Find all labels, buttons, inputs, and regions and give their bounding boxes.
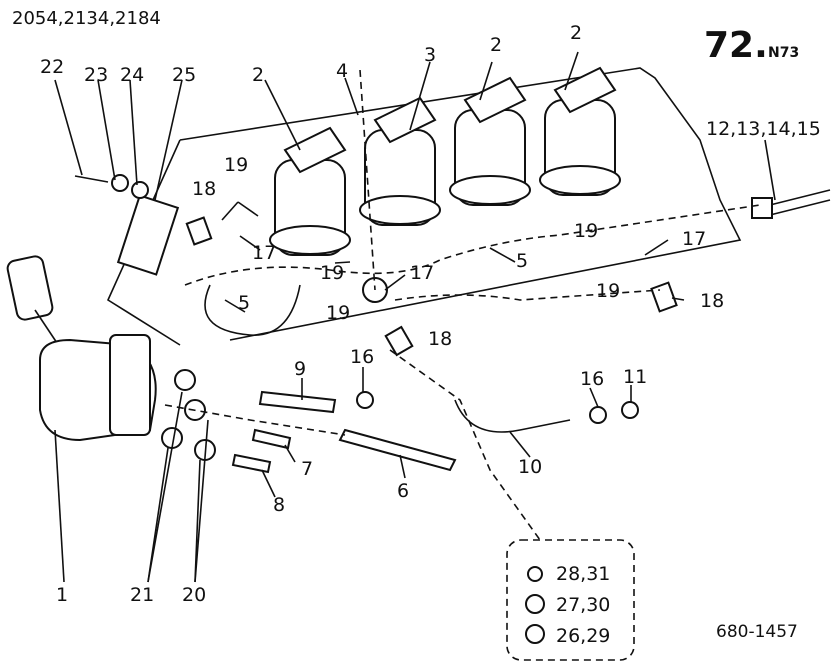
callout-18: 18 (428, 328, 453, 350)
nut-11 (621, 401, 639, 419)
control-valve-4 (539, 66, 621, 196)
callout-5: 5 (516, 250, 529, 272)
washer-21a (174, 369, 196, 391)
routing-line-e (394, 289, 661, 301)
hardware-label-27-30: 27,30 (556, 594, 611, 616)
hand-lever-valve (6, 255, 157, 442)
washer-23 (111, 174, 129, 192)
routing-line-c (389, 349, 541, 541)
hose-10 (454, 399, 571, 433)
long-bolt (751, 189, 831, 219)
callout-22: 22 (40, 56, 65, 78)
callout-11: 11 (623, 366, 648, 388)
pipe-6 (338, 428, 457, 472)
page-suffix: N73 (768, 45, 800, 61)
control-valve-3 (449, 76, 531, 206)
callout-6: 6 (397, 480, 410, 502)
callout-19: 19 (326, 302, 351, 324)
fitting-16b (589, 406, 607, 424)
callout-24: 24 (120, 64, 145, 86)
pipe-8 (231, 453, 272, 474)
callout-18: 18 (192, 178, 217, 200)
pipe-9 (258, 390, 337, 414)
callout-2: 2 (490, 34, 503, 56)
fitting-16 (356, 391, 374, 409)
drawing-reference: 680-1457 (716, 622, 798, 642)
callout-9: 9 (294, 358, 307, 380)
callout-18: 18 (700, 290, 725, 312)
callout-10: 10 (518, 456, 543, 478)
callout-17: 17 (682, 228, 707, 250)
page-number: 72. (704, 25, 768, 66)
callout-12-15: 12,13,14,15 (706, 118, 821, 140)
hardware-label-26-29: 26,29 (556, 625, 611, 647)
union-18 (384, 325, 414, 357)
routing-line-a (164, 404, 346, 436)
pipe-7 (251, 428, 292, 450)
callout-25: 25 (172, 64, 197, 86)
callout-17: 17 (252, 242, 277, 264)
callout-19: 19 (224, 154, 249, 176)
screw-22 (74, 175, 109, 183)
callout-16: 16 (580, 368, 605, 390)
union-18-left (185, 216, 213, 246)
callout-2: 2 (252, 64, 265, 86)
hardware-label-28-31: 28,31 (556, 563, 611, 585)
callout-19: 19 (574, 220, 599, 242)
hardware-inset (506, 539, 635, 661)
callout-19: 19 (596, 280, 621, 302)
callout-21: 21 (130, 584, 155, 606)
routing-line-b (184, 204, 761, 286)
callout-4: 4 (336, 60, 349, 82)
callout-5: 5 (238, 292, 251, 314)
callout-17: 17 (410, 262, 435, 284)
gasket (116, 194, 180, 276)
hose-5-left (204, 284, 301, 336)
control-valve-2 (359, 96, 441, 226)
callout-23: 23 (84, 64, 109, 86)
union-18-right (650, 281, 678, 313)
callout-7: 7 (301, 458, 314, 480)
routing-line-d (359, 69, 376, 291)
callout-16: 16 (350, 346, 375, 368)
callout-1: 1 (56, 584, 69, 606)
callout-2: 2 (570, 22, 583, 44)
callout-3: 3 (424, 44, 437, 66)
washer-24 (131, 181, 149, 199)
leader-lines (54, 51, 776, 583)
callout-19: 19 (320, 262, 345, 284)
control-valve-1 (269, 126, 351, 256)
models-header: 2054,2134,2184 (12, 8, 161, 29)
callout-8: 8 (273, 494, 286, 516)
callout-20: 20 (182, 584, 207, 606)
